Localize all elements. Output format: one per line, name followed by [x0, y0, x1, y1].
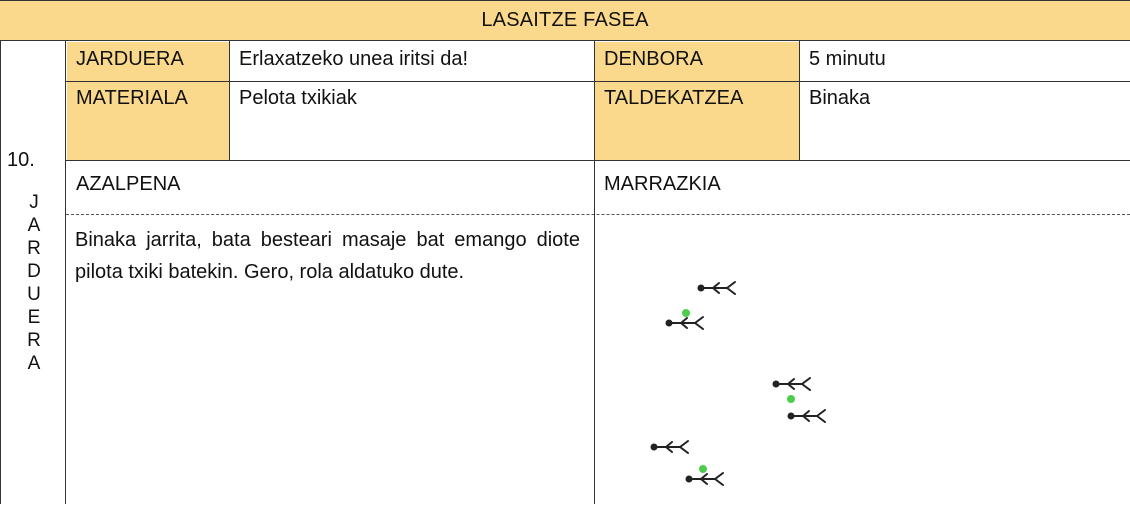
azalpena-label: AZALPENA [76, 173, 181, 195]
massage-pairs-drawing [650, 281, 826, 486]
divider [66, 81, 1130, 82]
divider [66, 160, 1130, 161]
vertical-letter: E [27, 307, 41, 328]
denbora-label: DENBORA [604, 48, 703, 70]
jarduera-label: JARDUERA [76, 48, 184, 70]
materiala-value: Pelota txikiak [239, 87, 357, 109]
divider [799, 41, 800, 160]
phase-header: LASAITZE FASEA [0, 0, 1130, 41]
ball-icon [787, 395, 795, 403]
explanation-text: Binaka jarrita, bata besteari masaje bat… [75, 229, 580, 283]
ball-icon [699, 465, 707, 473]
activity-side-column: 10. J A R D U E R A [0, 41, 66, 504]
vertical-letter: D [27, 261, 41, 282]
taldekatzea-label: TALDEKATZEA [604, 87, 744, 109]
activity-number: 10. [7, 149, 35, 171]
vertical-letter: R [27, 238, 41, 259]
jarduera-value: Erlaxatzeko unea iritsi da! [239, 48, 469, 70]
vertical-letter: U [27, 284, 41, 305]
dashed-divider [66, 214, 1130, 215]
vertical-letter: A [27, 215, 41, 236]
vertical-letter: A [27, 353, 41, 374]
taldekatzea-value-cell: Binaka [800, 82, 1130, 160]
activity-drawing [595, 218, 1130, 504]
azalpena-header-cell: AZALPENA [67, 161, 594, 213]
materiala-label-cell: MATERIALA [67, 82, 229, 160]
materiala-value-cell: Pelota txikiak [230, 82, 594, 160]
lying-figure-icon [665, 316, 704, 330]
jarduera-value-cell: Erlaxatzeko unea iritsi da! [230, 42, 594, 81]
taldekatzea-value: Binaka [809, 87, 871, 109]
lying-figure-icon [697, 281, 736, 295]
vertical-letter: R [27, 330, 41, 351]
materiala-label: MATERIALA [76, 87, 188, 109]
divider [594, 41, 595, 504]
marrazkia-header-cell: MARRAZKIA [595, 161, 1130, 213]
denbora-value-cell: 5 minutu [800, 42, 1130, 81]
denbora-value: 5 minutu [809, 48, 886, 70]
denbora-label-cell: DENBORA [595, 42, 799, 81]
phase-title: LASAITZE FASEA [481, 9, 649, 31]
ball-icon [682, 309, 690, 317]
jarduera-label-cell: JARDUERA [67, 42, 229, 81]
lying-figure-icon [685, 472, 724, 486]
lying-figure-icon [650, 440, 689, 454]
lying-figure-icon [787, 409, 826, 423]
lying-figure-icon [772, 377, 811, 391]
activity-vertical-label: J A R D U E R A [1, 191, 67, 375]
marrazkia-label: MARRAZKIA [604, 173, 721, 195]
taldekatzea-label-cell: TALDEKATZEA [595, 82, 799, 160]
vertical-letter: J [29, 192, 39, 213]
divider [229, 41, 230, 160]
